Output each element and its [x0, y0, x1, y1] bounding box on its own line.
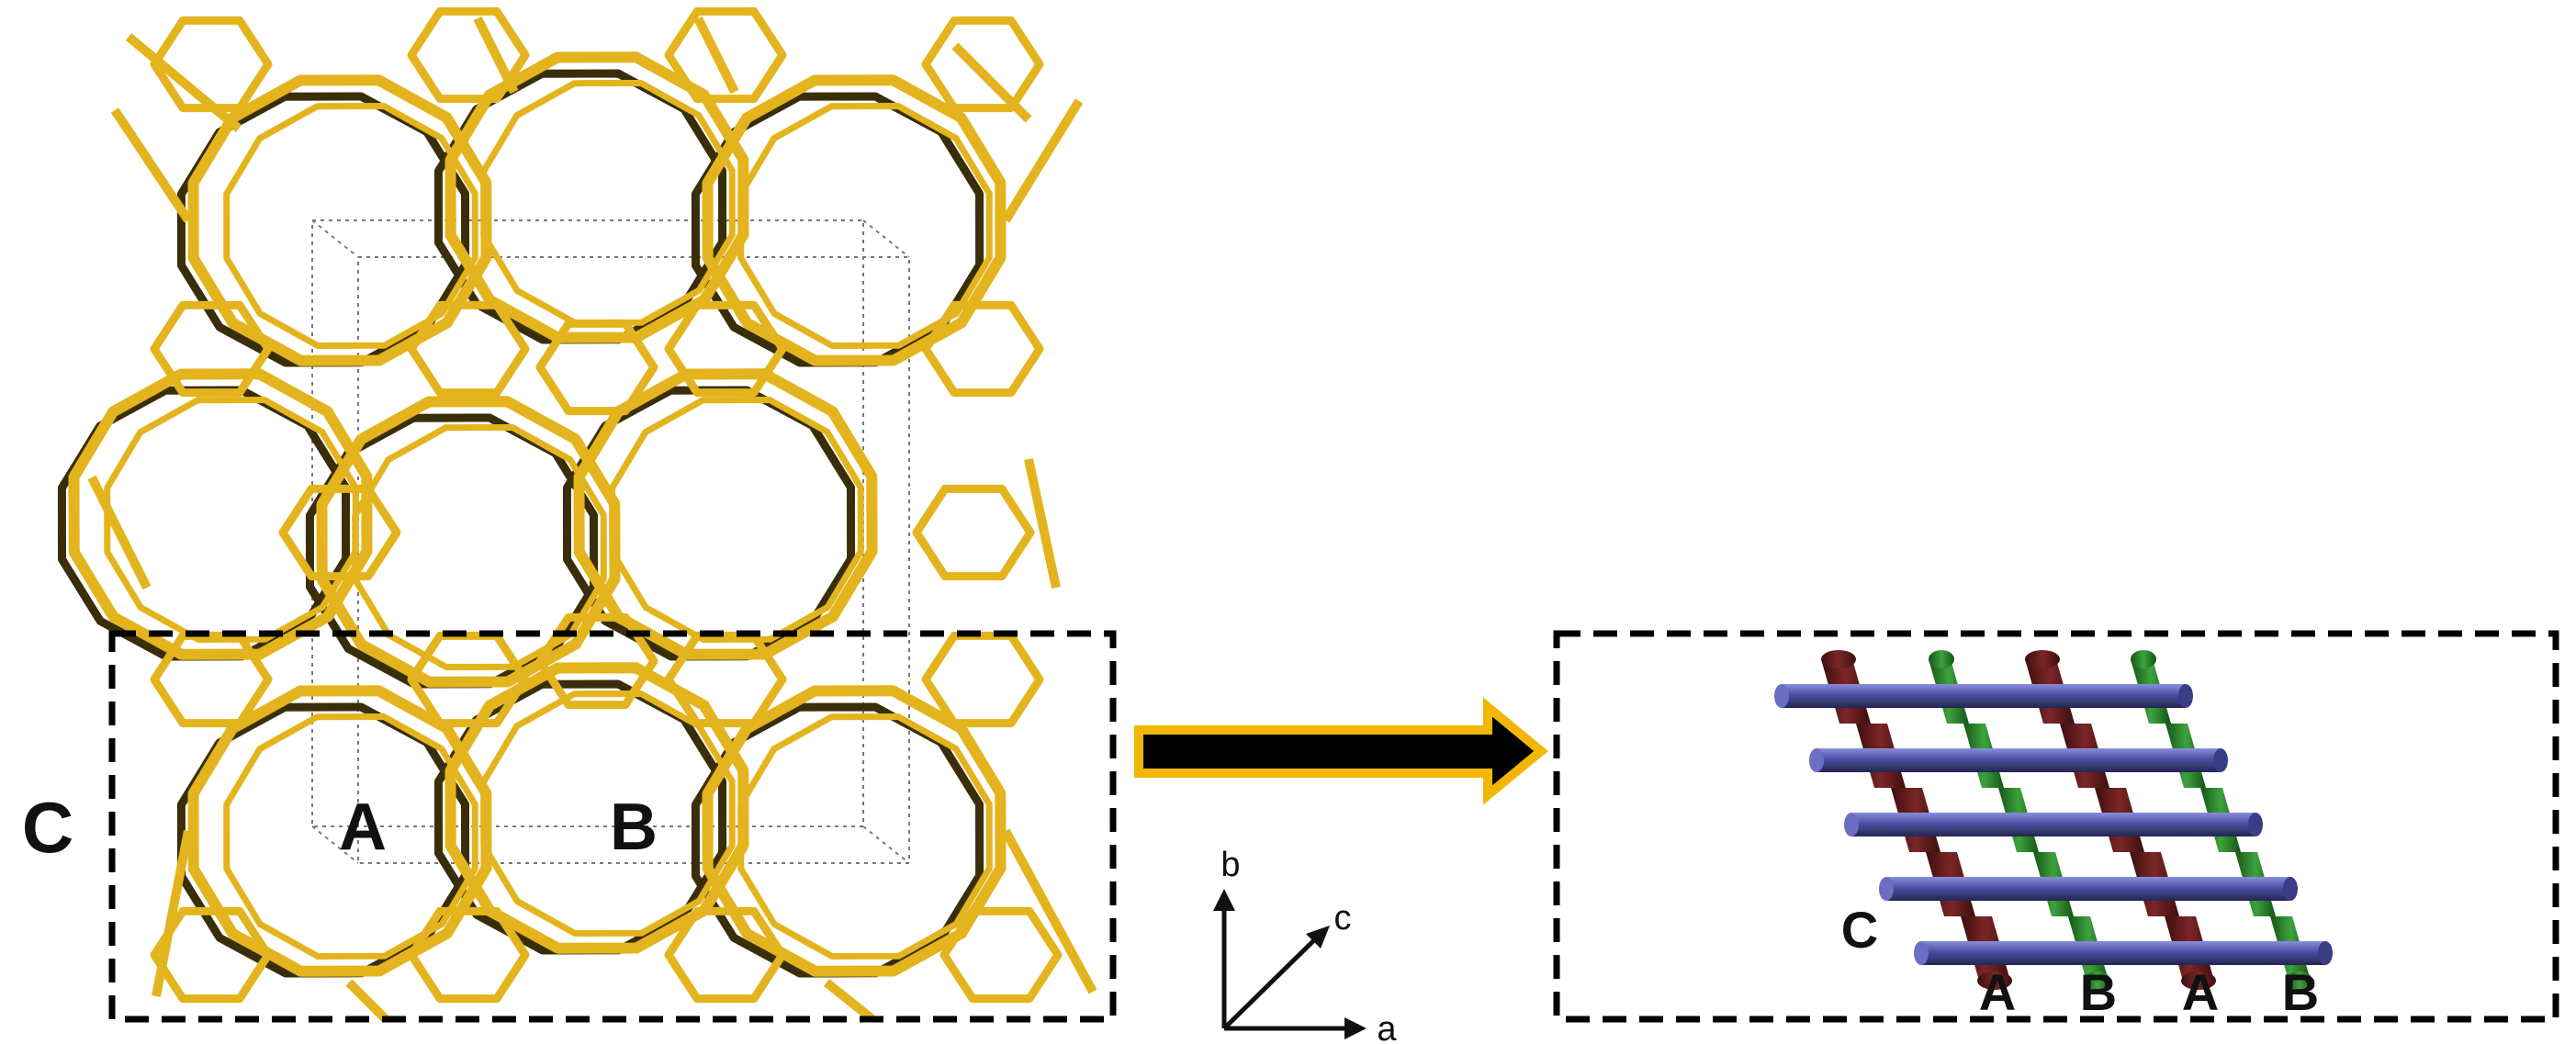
straight-channel-rod-5 [1914, 941, 2333, 965]
pore-ring-7 [187, 685, 492, 977]
straight-channel-rod-1 [1774, 684, 2193, 708]
small-ring-4 [921, 300, 1044, 398]
framework-structure: A B [57, 6, 1097, 1023]
framework-link-3 [1001, 828, 1097, 994]
framework-link-10 [693, 16, 739, 95]
channel-schematic [1774, 650, 2333, 990]
axis-label-b: b [1221, 846, 1240, 884]
pore-ring-inner-2 [480, 80, 736, 326]
straight-channel-rod-2 [1809, 748, 2228, 772]
right-layer-label: C [1841, 901, 1878, 959]
small-ring-14 [939, 906, 1063, 1004]
pore-ring-3 [702, 74, 1007, 366]
framework-back-strands [57, 69, 984, 978]
left-layer-selection-box [108, 630, 1117, 1023]
channel-label-3: A [2182, 963, 2219, 1021]
framework-link-8 [951, 42, 1032, 123]
pore-ring-9 [702, 685, 1007, 977]
small-ring-9 [535, 319, 658, 416]
small-ring-12 [535, 612, 658, 710]
small-ring-2 [664, 300, 787, 398]
axis-indicator [1213, 889, 1367, 1039]
axis-label-a: a [1377, 1010, 1397, 1044]
framework-link-7 [125, 33, 242, 132]
small-ring-18 [664, 6, 787, 104]
pore-ring-inner-4 [104, 397, 359, 643]
pore-ring-inner-9 [737, 713, 993, 960]
straight-channel-rod-4 [1879, 877, 2298, 901]
small-ring-17 [407, 6, 530, 104]
pore-ring-inner-6 [609, 397, 864, 643]
small-ring-3 [150, 300, 273, 398]
small-ring-10 [278, 484, 401, 581]
pore-ring-4 [68, 368, 373, 660]
small-ring-15 [407, 906, 530, 1004]
framework-link-1 [110, 107, 193, 223]
framework-link-9 [473, 16, 519, 95]
right-layer-schematic-box [1553, 630, 2559, 1023]
pore-ring-inner-7 [223, 713, 478, 960]
small-ring-13 [150, 906, 273, 1004]
framework-link-6 [1024, 457, 1061, 589]
small-ring-16 [664, 906, 787, 1004]
axis-label-c: c [1334, 899, 1352, 937]
small-ring-11 [912, 484, 1035, 581]
channel-label-2: B [2080, 963, 2117, 1021]
framework-link-4 [152, 830, 193, 997]
channel-label-1: A [1979, 963, 2016, 1021]
channel-labels: A B A B [1979, 963, 2319, 1021]
channel-label-4: B [2282, 963, 2319, 1021]
straight-channel-rod-3 [1844, 813, 2263, 836]
pore-ring-inner-3 [737, 103, 993, 349]
pore-ring-inner-1 [223, 103, 478, 349]
small-ring-20 [921, 16, 1044, 113]
pore-ring-8 [444, 662, 749, 954]
small-ring-8 [921, 631, 1044, 728]
framework-link-11 [345, 979, 389, 1023]
transform-arrow [1134, 697, 1548, 805]
small-ring-1 [407, 300, 530, 398]
left-layer-label: C [22, 787, 73, 868]
framework-link-5 [87, 475, 152, 590]
pore-label-b: B [610, 791, 658, 864]
framework-front-strands [68, 6, 1097, 1023]
small-ring-19 [150, 16, 273, 113]
framework-link-2 [1001, 98, 1084, 223]
pore-label-a: A [339, 791, 387, 864]
framework-link-12 [823, 979, 876, 1023]
pore-ring-5 [316, 396, 621, 688]
pore-ring-1 [187, 74, 492, 366]
